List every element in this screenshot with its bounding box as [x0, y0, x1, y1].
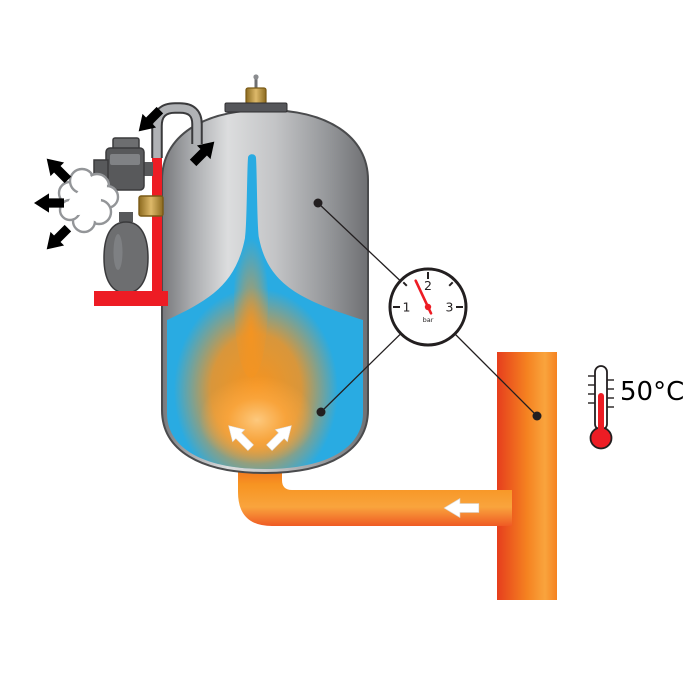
- expansion-vessel-tank: [161, 74, 369, 475]
- gauge-unit-label: bar: [423, 316, 434, 324]
- safety-riser-pipe: [152, 150, 162, 306]
- gauge-tick-1: 1: [403, 300, 411, 315]
- air-valve-knob: [253, 74, 259, 80]
- gauge-ticks: [393, 272, 463, 308]
- overflow-pipe: [153, 104, 201, 158]
- callout-dot-supply: [532, 411, 542, 421]
- steam-cloud: [57, 167, 120, 234]
- red-mounting-bracket: [94, 291, 168, 306]
- flask-neck: [119, 212, 133, 222]
- safety-valve-highlight: [110, 154, 140, 165]
- thermometer-ticks: [588, 375, 614, 408]
- air-valve-flange: [224, 102, 288, 113]
- supply-pipe-body: [238, 450, 512, 526]
- hot-inflow-core: [199, 376, 315, 464]
- small-vessel-flask: [103, 221, 149, 294]
- air-valve-nut: [245, 87, 267, 105]
- temperature-label: 50°C: [620, 377, 684, 407]
- callout-dot-water-side: [316, 407, 326, 417]
- brass-fitting: [138, 195, 164, 217]
- supply-pipe: [238, 450, 512, 526]
- hot-inflow-plume: [234, 222, 268, 378]
- air-valve: [224, 74, 288, 113]
- hot-inflow-glow: [174, 222, 338, 469]
- steam-down-left-arrow-icon: [39, 221, 75, 257]
- hot-water-column: [497, 352, 557, 600]
- pressure-gauge: 1 2 3 bar: [388, 267, 468, 347]
- hot-water-column-body: [497, 352, 557, 600]
- callout-dots: [313, 198, 542, 421]
- valve-link: [144, 162, 153, 176]
- thermometer: 50°C: [588, 365, 684, 450]
- thermometer-mercury: [598, 393, 604, 433]
- gauge-needle-hub: [424, 303, 432, 311]
- gauge-tick-2: 2: [424, 278, 432, 293]
- gauge-tick-3: 3: [446, 300, 454, 315]
- flask-highlight: [113, 234, 123, 270]
- callout-dot-gas-side: [313, 198, 323, 208]
- safety-valve-assembly: [57, 102, 203, 306]
